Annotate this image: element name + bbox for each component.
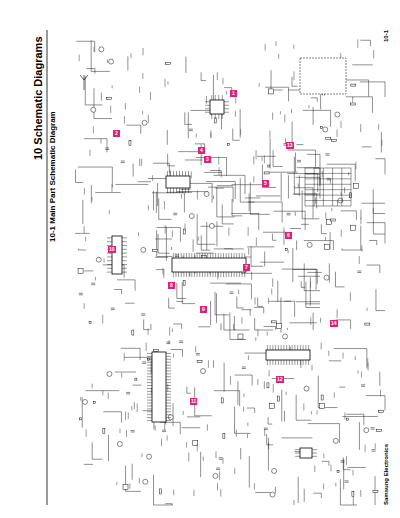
text-marks [79, 39, 382, 496]
title-rule [47, 30, 48, 505]
page-title: 10 Schematic Diagrams [33, 36, 44, 160]
figure-caption: 10-1 Main Part Schematic Diagram [49, 111, 57, 242]
callout-number: 11 [190, 398, 197, 405]
mode-table [305, 168, 351, 206]
connector [166, 171, 190, 193]
callout-number: 5 [262, 180, 269, 187]
micom-ic [147, 352, 171, 422]
footer-text: Samsung Electronics [383, 444, 389, 505]
regulator-ic [205, 95, 229, 119]
callout-number: 9 [200, 306, 207, 313]
callout-number: 13 [286, 142, 294, 149]
antenna-symbol [80, 75, 88, 90]
callout-number: 12 [276, 376, 284, 383]
callout-number: 14 [330, 320, 338, 327]
callout-number: 2 [113, 130, 120, 137]
callout-number: 6 [285, 232, 292, 239]
audio-ic [266, 345, 310, 365]
callout-number: 4 [198, 147, 205, 154]
callout-number: 10 [108, 246, 116, 253]
callout-number: 8 [168, 282, 175, 289]
crystal [295, 448, 317, 458]
header-connector [107, 236, 127, 274]
callout-number: 7 [243, 264, 250, 271]
callout-number: 1 [230, 90, 237, 97]
page-number: 10-1 [383, 30, 389, 42]
callout-number: 3 [204, 156, 211, 163]
components [78, 47, 383, 497]
wiring [75, 40, 385, 505]
main-ic [172, 253, 246, 277]
inset-box [300, 58, 346, 94]
